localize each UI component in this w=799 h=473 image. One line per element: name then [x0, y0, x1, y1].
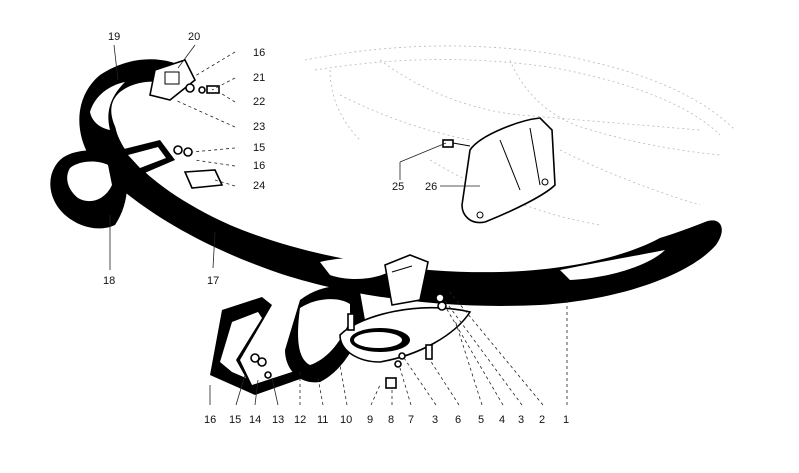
callout-25: 25 [392, 181, 404, 193]
callout-17: 17 [207, 275, 219, 287]
callout-6: 6 [455, 414, 461, 426]
callout-15-upper: 15 [253, 142, 265, 154]
callout-26: 26 [425, 181, 437, 193]
callout-24: 24 [253, 180, 265, 192]
callout-1: 1 [563, 414, 569, 426]
callout-19: 19 [108, 31, 120, 43]
callout-8: 8 [388, 414, 394, 426]
callout-15-lower: 15 [229, 414, 241, 426]
callout-9: 9 [367, 414, 373, 426]
callout-11: 11 [317, 414, 328, 426]
top-clamp [149, 59, 220, 101]
callout-16-top: 16 [253, 47, 265, 59]
center-bracket [384, 254, 429, 306]
callout-22: 22 [253, 96, 265, 108]
callout-5: 5 [478, 414, 484, 426]
callout-16-middle: 16 [253, 160, 265, 172]
callout-12: 12 [294, 414, 306, 426]
right-lower-guard [285, 286, 472, 383]
callout-21: 21 [253, 72, 265, 84]
callout-23: 23 [253, 121, 265, 133]
callout-3-right: 3 [518, 414, 524, 426]
right-hardware [347, 293, 447, 389]
callout-3-left: 3 [432, 414, 438, 426]
callout-13: 13 [272, 414, 284, 426]
lower-corner-guard [210, 297, 303, 395]
callout-18: 18 [103, 275, 115, 287]
callout-4: 4 [499, 414, 505, 426]
mounting-bracket [461, 117, 556, 224]
left-hardware [173, 145, 224, 189]
callout-14: 14 [249, 414, 261, 426]
callout-10: 10 [340, 414, 352, 426]
callout-20: 20 [188, 31, 200, 43]
callout-7: 7 [408, 414, 414, 426]
bumper-bar [79, 59, 722, 306]
callout-2: 2 [539, 414, 545, 426]
callout-16-bottom: 16 [204, 414, 216, 426]
leader-lines [109, 44, 568, 406]
callout-labels: 19 20 16 21 22 23 15 16 24 25 26 18 17 1… [103, 31, 569, 426]
bolt-25 [442, 139, 471, 148]
left-corner-guard [50, 140, 175, 229]
